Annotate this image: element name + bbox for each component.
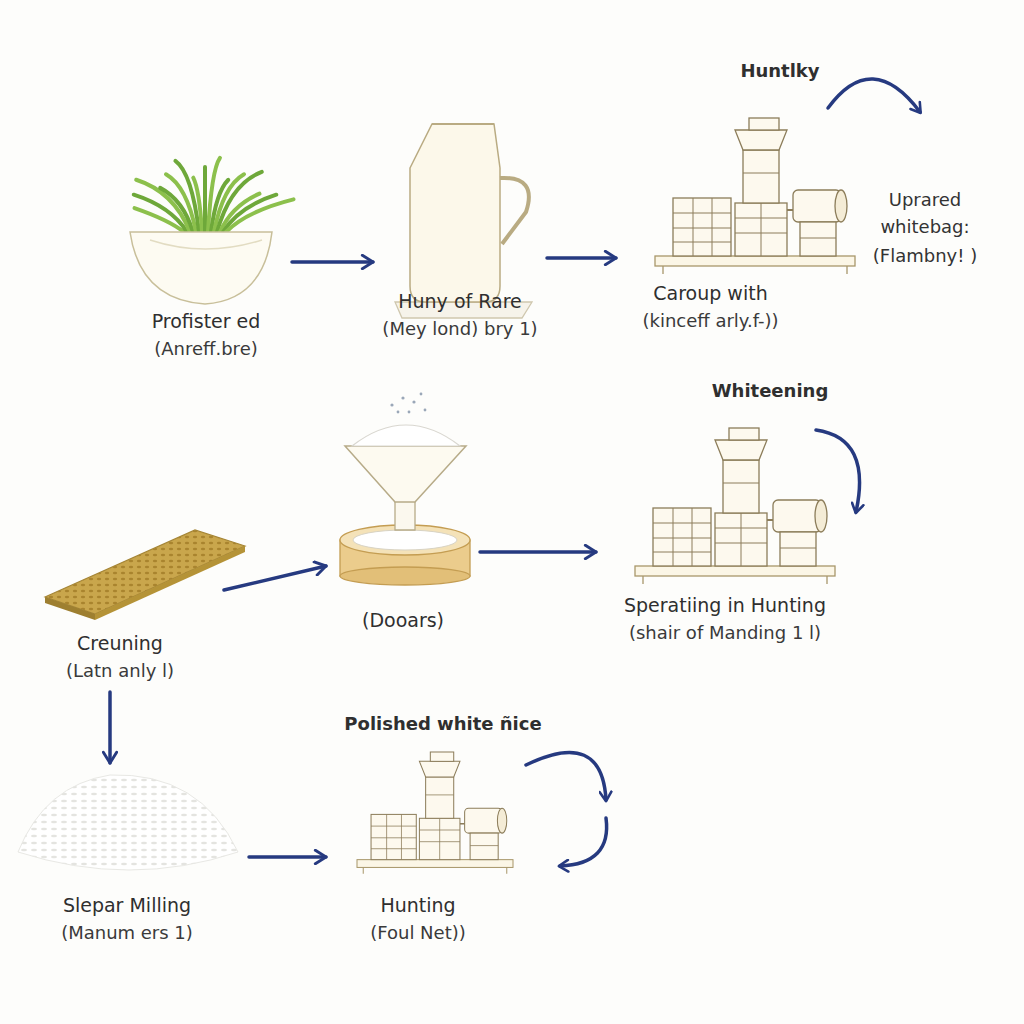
step-label: Polished white ñice: [320, 710, 566, 737]
step-label: Whiteening: [690, 377, 850, 404]
illustration-part: [166, 174, 196, 232]
step-title: Slepar Milling: [63, 892, 191, 919]
illustration-part: [397, 411, 400, 414]
process-step: Profister ed(Anreff.bre): [122, 180, 290, 368]
step-note: (Anreff.bre): [154, 335, 257, 362]
step-title: (Dooars): [362, 607, 444, 634]
illustration-part: [401, 396, 404, 399]
illustration-part: [353, 530, 457, 550]
flow-arrow: [480, 550, 596, 554]
process-step: (Dooars): [328, 390, 478, 640]
illustration-part: [340, 567, 470, 585]
process-step: Hunting(Foul Net)): [328, 745, 508, 952]
illustration-part: [352, 425, 460, 446]
illustration-part: [203, 167, 207, 232]
step-note: (Manum ers 1): [61, 919, 193, 946]
illustration-part: [526, 752, 606, 800]
illustration-part: [175, 161, 199, 232]
illustration-part: [420, 393, 423, 396]
step-title: Speratiing in Hunting: [624, 592, 826, 619]
flow-arrow: [547, 256, 616, 260]
step-title: Caroup with: [653, 280, 767, 307]
jug: [395, 124, 532, 318]
step-note: (shair of Manding 1 l): [629, 619, 821, 646]
step-note: (Latn anly l): [66, 657, 174, 684]
illustration-part: [193, 178, 202, 232]
grass-blades: [134, 158, 294, 232]
illustration-part: [150, 240, 262, 249]
step-note: (kinceff arly.f-)): [642, 307, 778, 334]
hulling-machine: [357, 752, 513, 874]
plant-bowl: [130, 158, 294, 304]
milling-machine: [655, 118, 855, 274]
flow-arrow: [108, 692, 112, 763]
illustration-part: [828, 79, 920, 112]
illustration-part: [18, 775, 238, 870]
step-label: (Flambny! ): [862, 242, 988, 269]
step-title: Hunting: [380, 892, 455, 919]
illustration-part: [45, 597, 95, 620]
step-title: Huny of Rare: [398, 288, 522, 315]
funnel-sieve: [340, 393, 470, 585]
flow-curves: [526, 79, 920, 866]
illustration-part: [816, 430, 860, 512]
step-note: (Foul Net)): [370, 919, 466, 946]
flow-arrow: [249, 855, 326, 859]
illustration-part: [95, 546, 245, 620]
illustration-part: [226, 199, 294, 232]
illustration-part: [345, 446, 466, 502]
step-label: Huntlky: [720, 57, 840, 84]
flow-arrow: [224, 566, 326, 590]
illustration-part: [500, 178, 529, 244]
illustration-part: [410, 124, 500, 302]
illustration-part: [412, 400, 415, 403]
grain-mat: [45, 530, 245, 620]
illustration-part: [408, 411, 411, 414]
powder-dots: [390, 393, 426, 414]
process-step: Creuning(Latn anly l): [18, 525, 222, 690]
rice-pile: [18, 775, 238, 870]
step-title: Profister ed: [152, 308, 261, 335]
illustration-part: [560, 818, 607, 866]
illustration-part: [45, 530, 245, 614]
process-step: Huny of Rare(Mey lond) bry 1): [375, 112, 545, 348]
process-step: Slepar Milling(Manum ers 1): [7, 765, 247, 952]
illustration-part: [395, 500, 415, 530]
process-step: Speratiing in Hunting(shair of Manding 1…: [598, 420, 852, 652]
illustration-part: [424, 409, 427, 412]
step-note: (Mey lond) bry 1): [382, 315, 537, 342]
process-step: Caroup with(kinceff arly.f-)): [618, 110, 803, 340]
flow-arrow: [292, 260, 373, 264]
illustration-part: [390, 403, 393, 406]
illustration-part: [160, 188, 193, 232]
milling-machine: [635, 428, 835, 584]
illustration-part: [432, 123, 494, 125]
illustration-part: [130, 232, 272, 304]
step-label: Uprared whitebag:: [862, 186, 988, 240]
step-title: Creuning: [77, 630, 163, 657]
